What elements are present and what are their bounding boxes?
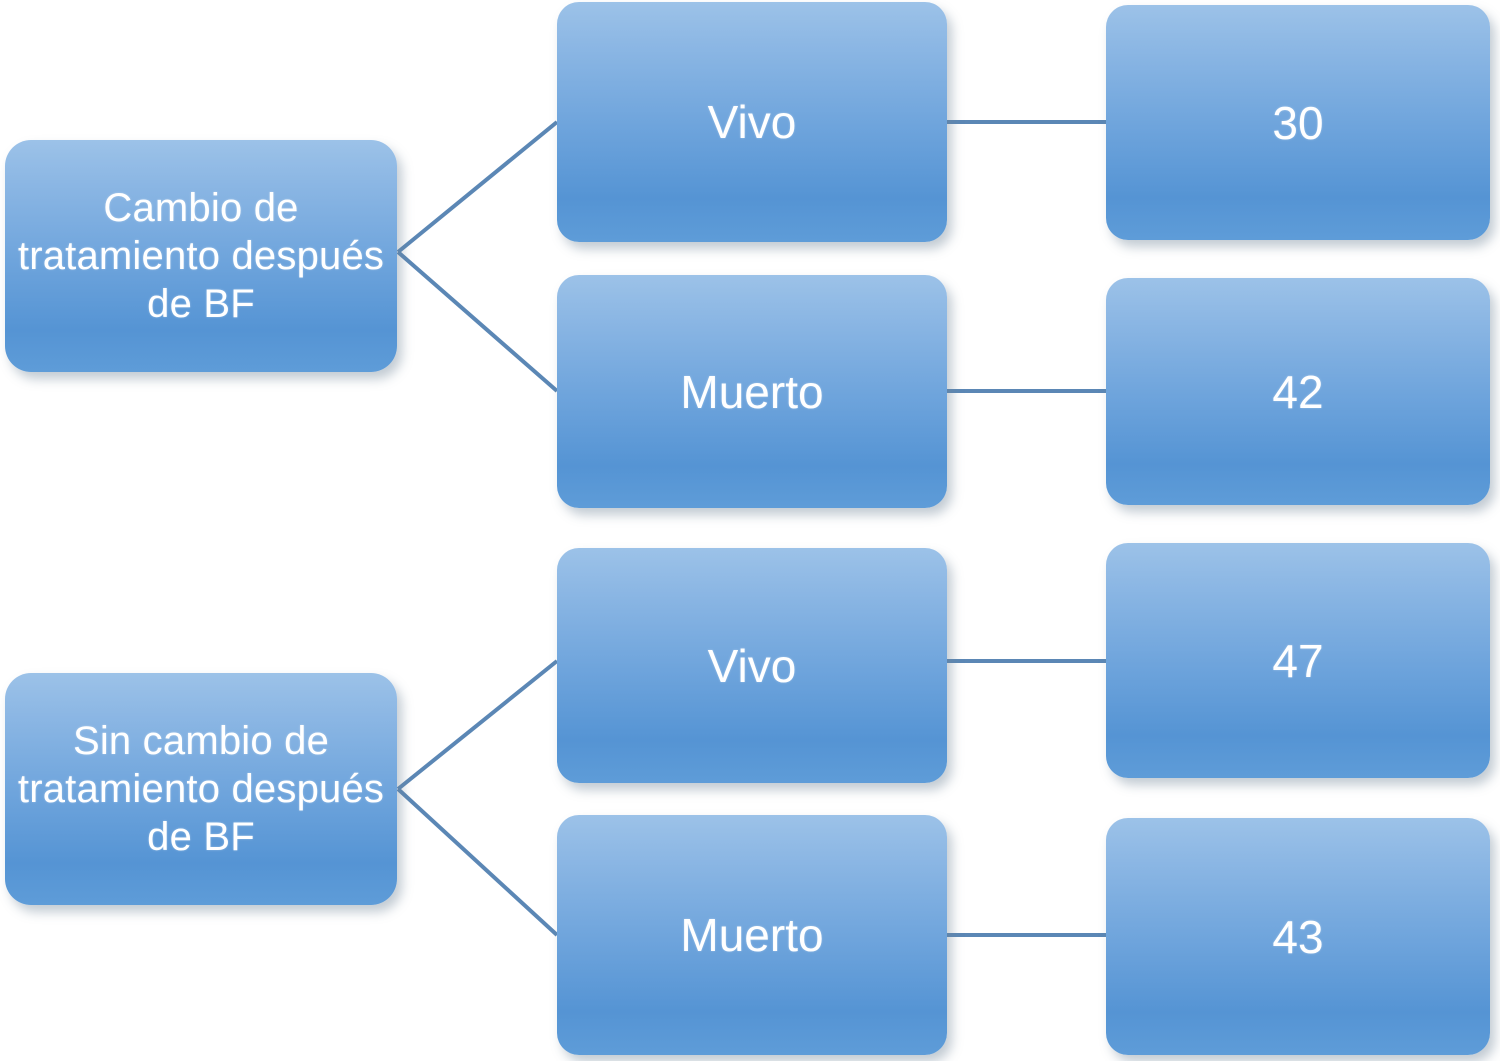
count-node-muerto-branch2[interactable]: 43: [1106, 818, 1490, 1055]
connector-root2-to-vivo: [396, 659, 559, 791]
root-node-label: Cambio de tratamiento después de BF: [17, 186, 385, 326]
root-node-cambio-tratamiento[interactable]: Cambio de tratamiento después de BF: [5, 140, 397, 372]
outcome-node-muerto-branch1[interactable]: Muerto: [557, 275, 947, 508]
connector-root1-to-muerto: [396, 250, 559, 393]
outcome-node-muerto-branch2[interactable]: Muerto: [557, 815, 947, 1055]
count-node-vivo-branch2[interactable]: 47: [1106, 543, 1490, 778]
root-node-label: Sin cambio de tratamiento después de BF: [17, 719, 385, 859]
count-node-value: 43: [1272, 910, 1324, 963]
connector-root1-to-vivo: [396, 120, 559, 254]
outcome-node-label: Muerto: [680, 365, 824, 418]
count-node-vivo-branch1[interactable]: 30: [1106, 5, 1490, 240]
connector-root2-to-muerto: [396, 787, 559, 937]
count-node-value: 47: [1272, 634, 1324, 687]
count-node-muerto-branch1[interactable]: 42: [1106, 278, 1490, 505]
outcome-node-vivo-branch2[interactable]: Vivo: [557, 548, 947, 783]
count-node-value: 42: [1272, 365, 1324, 418]
outcome-node-label: Vivo: [707, 96, 797, 148]
count-node-value: 30: [1272, 96, 1324, 149]
outcome-node-vivo-branch1[interactable]: Vivo: [557, 2, 947, 242]
outcome-node-label: Muerto: [680, 909, 824, 961]
outcome-node-label: Vivo: [707, 639, 797, 692]
root-node-sin-cambio-tratamiento[interactable]: Sin cambio de tratamiento después de BF: [5, 673, 397, 905]
